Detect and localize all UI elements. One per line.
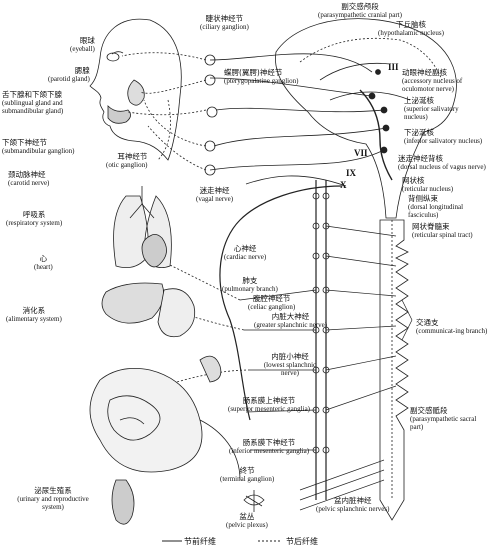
sympathetic-trunk: [312, 180, 330, 500]
label-sublingual-submandibular: 舌下腺和下颌下腺 (sublingual gland and submandib…: [2, 90, 64, 115]
heart-shape: [141, 234, 167, 268]
label-inferior-salivatory: 下泌涎核 (inferior salivatory nucleus): [404, 128, 483, 145]
label-heart: 心 (heart): [34, 254, 53, 271]
label-hypothalamic-nucleus: 下丘脑核 (hypothalamic nucleus): [378, 20, 444, 37]
label-superior-salivatory: 上泌涎核 (superior salivatory nucleus): [404, 96, 459, 121]
label-respiratory-system: 呼吸系 (respiratory system): [6, 210, 63, 227]
spinal-cord: [379, 219, 409, 521]
pterygopalatine-node: [204, 74, 216, 86]
brain-outline: [275, 18, 457, 219]
label-urinary-reproductive: 泌尿生殖系 (urinary and reproductive system): [17, 486, 89, 511]
carotid-node: [204, 164, 216, 176]
parotid-shape: [127, 79, 145, 106]
label-carotid-nerve: 颈动脉神经 (carotid nerve): [8, 170, 50, 187]
submandibular-node: [206, 106, 218, 118]
head-outline: [89, 18, 182, 161]
label-otic-ganglion: 耳神经节 (otic ganglion): [106, 152, 148, 169]
label-parasympathetic-cranial: 副交感颅段 (parasympathetic cranial part): [318, 2, 402, 19]
label-dorsal-fasciculus: 背侧纵束 (dorsal longitudinal fasciculus): [408, 194, 464, 219]
pelvic-plexus-shape: [243, 494, 265, 506]
label-eyeball: 眼球 (eyeball): [70, 36, 95, 53]
legend-preganglionic: 节前纤维: [184, 537, 216, 546]
label-reticular-spinal: 网状脊髓束 (reticular spinal tract): [412, 222, 473, 239]
label-celiac-ganglion: 腹腔神经节 (celiac ganglion): [248, 294, 296, 311]
label-pelvic-plexus: 盆丛 (pelvic plexus): [226, 512, 268, 529]
label-superior-mesenteric: 肠系膜上神经节 (superior mesenteric ganglia): [227, 396, 311, 413]
bladder-shape: [111, 479, 135, 525]
label-alimentary-system: 消化系 (alimentary system): [6, 306, 62, 323]
label-submandibular-ganglion: 下颌下神经节 (submandibular ganglion): [2, 138, 75, 155]
label-vagal-nerve: 迷走神经 (vagal nerve): [196, 186, 234, 203]
label-accessory-oculomotor: 动眼神经副核 (accessory nucleus of oculomotor …: [402, 68, 463, 93]
label-parotid-gland: 腮腺 (parotid gland): [48, 66, 90, 83]
label-ciliary-ganglion: 睫状神经节 (ciliary ganglion): [200, 14, 249, 31]
otic-node: [204, 140, 216, 152]
salivary-shape: [107, 105, 131, 124]
legend-postganglionic: 节后纤维: [286, 537, 318, 546]
label-reticular-nucleus: 网状核 (reticular nucleus): [402, 176, 454, 193]
label-dorsal-vagus: 迷走神经背核 (dorsal nucleus of vagus nerve): [398, 154, 486, 171]
cranial-nerve-mark: III: [388, 62, 399, 72]
cranial-nerve-mark: VII: [354, 148, 368, 158]
label-communicating-branch: 交通支 (communicat-ing branch): [416, 318, 488, 335]
label-inferior-mesenteric: 肠系膜下神经节 (inferior mesenteric ganglia): [228, 438, 310, 455]
label-parasympathetic-sacral: 副交感骶段 (parasympathetic sacral part): [410, 406, 477, 431]
label-pulmonary-branch: 肺支 (pulmonary branch): [222, 276, 278, 293]
ciliary-ganglion-node: [204, 54, 216, 66]
stomach-shape: [157, 288, 196, 338]
cranial-nerve-mark: IX: [346, 168, 357, 178]
label-terminal-ganglion: 终节 (terminal ganglion): [220, 466, 275, 483]
intestines-shape: [89, 367, 203, 473]
cranial-nerve-mark: X: [340, 180, 347, 190]
label-cardiac-nerve: 心神经 (cardiac nerve): [224, 244, 267, 261]
liver-shape: [101, 282, 165, 324]
label-pelvic-splanchnic: 盆内脏神经 (pelvic splanchnic nerves): [316, 496, 390, 513]
label-pterygopalatine-ganglion: 蝶腭(翼腭)神经节 (pterygopalatine ganglion): [224, 68, 299, 85]
eyeball-shape: [106, 52, 120, 62]
label-greater-splanchnic: 内脏大神经 (greater splanchnic nerve): [254, 312, 328, 329]
label-lowest-splanchnic: 内脏小神经 (lowest splanchnic nerve): [263, 352, 317, 377]
